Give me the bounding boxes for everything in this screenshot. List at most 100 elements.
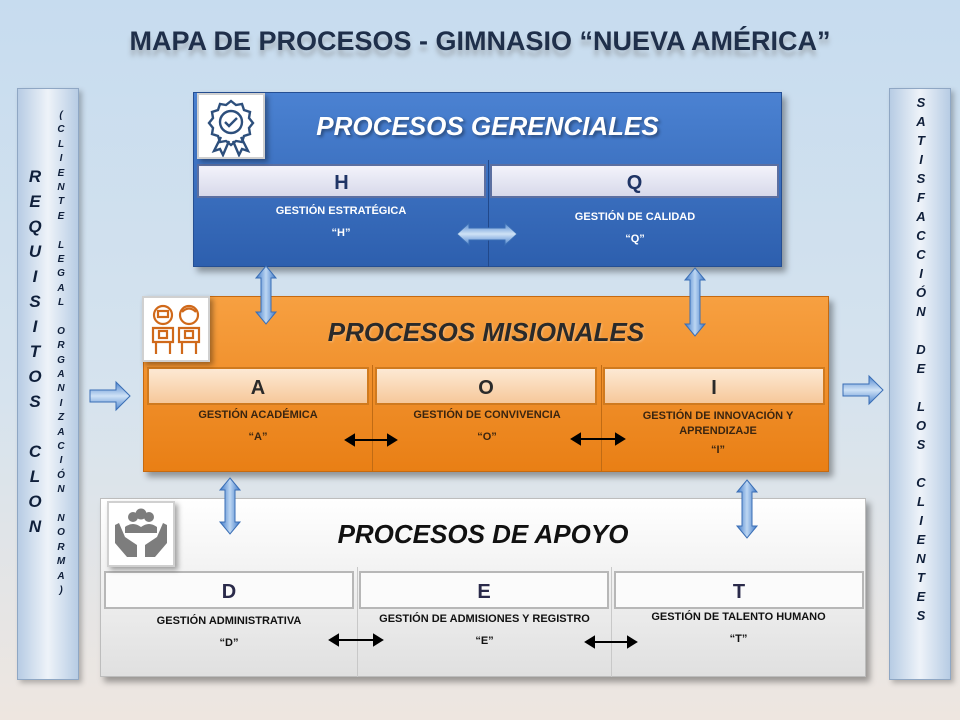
- double-arrow-icon: [254, 265, 278, 325]
- management-processes-block: PROCESOS GERENCIALES H Q GESTIÓN ESTRATÉ…: [193, 92, 782, 267]
- vertical-letter: O: [57, 325, 65, 337]
- vertical-letter: A: [57, 426, 65, 438]
- vertical-letter: N: [57, 181, 65, 193]
- vertical-letter: M: [56, 556, 66, 568]
- double-arrow-icon: [456, 221, 518, 247]
- students-icon: [142, 296, 210, 362]
- vertical-letter: T: [57, 196, 65, 208]
- process-code: “Q”: [625, 233, 645, 245]
- vertical-letter: I: [59, 153, 63, 165]
- vertical-letter: ): [59, 584, 63, 596]
- output-arrow-icon: [842, 374, 884, 406]
- process-innovation: GESTIÓN DE INNOVACIÓN Y APRENDIZAJE “I”: [624, 409, 812, 469]
- process-code: “D”: [219, 637, 239, 649]
- process-letter-t: T: [614, 571, 864, 609]
- process-code: “E”: [475, 635, 494, 647]
- vertical-letter: G: [57, 354, 65, 366]
- vertical-letter: I: [59, 455, 63, 467]
- vertical-letter: O: [28, 367, 42, 386]
- divider: [611, 567, 612, 677]
- vertical-letter: T: [917, 570, 925, 585]
- divider: [488, 160, 489, 267]
- vertical-letter: I: [919, 152, 923, 167]
- vertical-letter: S: [29, 392, 41, 411]
- diagram-title: MAPA DE PROCESOS - GIMNASIO “NUEVA AMÉRI…: [129, 26, 831, 56]
- vertical-letter: S: [916, 95, 926, 110]
- vertical-letter: R: [57, 340, 65, 352]
- process-name: GESTIÓN DE CALIDAD: [574, 211, 696, 223]
- divider: [372, 365, 373, 472]
- certificate-badge-icon: [197, 93, 265, 159]
- vertical-letter: (: [59, 110, 63, 121]
- helping-hands-icon: [107, 501, 175, 567]
- vertical-letter: L: [57, 239, 65, 251]
- process-letter-e: E: [359, 571, 609, 609]
- process-letter-o: O: [375, 367, 597, 405]
- mission-processes-title: PROCESOS MISIONALES: [327, 317, 645, 347]
- vertical-letter: A: [916, 114, 926, 129]
- vertical-letter: E: [916, 532, 926, 547]
- vertical-letter: Q: [28, 217, 42, 236]
- vertical-letter: L: [57, 297, 65, 309]
- vertical-letter: I: [919, 513, 923, 528]
- vertical-letter: N: [57, 512, 65, 524]
- vertical-letter: E: [916, 361, 926, 376]
- process-name: GESTIÓN DE INNOVACIÓN Y APRENDIZAJE: [642, 410, 794, 437]
- vertical-letter: I: [59, 397, 63, 409]
- process-letter-h: H: [197, 164, 486, 198]
- process-code: “I”: [710, 444, 726, 456]
- vertical-letter: N: [57, 383, 65, 395]
- vertical-letter: L: [917, 399, 925, 414]
- vertical-letter: E: [57, 253, 65, 265]
- double-arrow-icon: [218, 477, 242, 535]
- process-letter-q: Q: [490, 164, 779, 198]
- process-administrative: GESTIÓN ADMINISTRATIVA “D”: [101, 615, 357, 675]
- process-name: GESTIÓN DE TALENTO HUMANO: [651, 611, 826, 623]
- input-arrow-icon: [89, 380, 131, 412]
- vertical-letter: L: [917, 494, 925, 509]
- vertical-letter: E: [29, 192, 41, 211]
- vertical-letter: C: [57, 124, 65, 136]
- vertical-letter: I: [32, 267, 38, 286]
- double-arrow-icon: [683, 267, 707, 337]
- divider: [357, 567, 358, 677]
- vertical-letter: A: [57, 570, 65, 582]
- process-admissions: GESTIÓN DE ADMISIONES Y REGISTRO “E”: [358, 613, 611, 673]
- vertical-letter: A: [57, 369, 65, 381]
- vertical-letter: R: [57, 541, 65, 553]
- process-letter-i: I: [603, 367, 825, 405]
- vertical-letter: O: [915, 418, 927, 433]
- process-name: GESTIÓN ADMINISTRATIVA: [156, 615, 302, 627]
- vertical-letter: S: [916, 171, 926, 186]
- vertical-letter: N: [916, 304, 926, 319]
- vertical-letter: A: [57, 282, 65, 294]
- vertical-letter: I: [919, 266, 923, 281]
- vertical-letter: A: [916, 209, 926, 224]
- management-processes-title: PROCESOS GERENCIALES: [316, 111, 659, 141]
- vertical-letter: R: [28, 167, 42, 186]
- vertical-letter: Z: [57, 412, 65, 424]
- vertical-letter: Ó: [915, 285, 927, 300]
- process-human-talent: GESTIÓN DE TALENTO HUMANO “T”: [612, 611, 865, 671]
- vertical-letter: C: [916, 228, 926, 243]
- vertical-letter: S: [916, 437, 926, 452]
- vertical-letter: N: [916, 551, 926, 566]
- process-name: GESTIÓN ACADÉMICA: [198, 409, 318, 421]
- process-name: GESTIÓN DE CONVIVENCIA: [413, 409, 561, 421]
- vertical-letter: T: [917, 133, 925, 148]
- vertical-letter: F: [917, 190, 925, 205]
- vertical-letter: C: [57, 440, 65, 452]
- vertical-letter: O: [57, 527, 65, 539]
- vertical-letter: G: [57, 268, 65, 280]
- vertical-letter: C: [28, 442, 42, 461]
- process-code: “O”: [477, 431, 497, 443]
- vertical-letter: L: [29, 467, 41, 486]
- support-processes-title: PROCESOS DE APOYO: [337, 519, 629, 549]
- process-name: GESTIÓN DE ADMISIONES Y REGISTRO: [379, 613, 590, 625]
- double-arrow-icon: [735, 479, 759, 539]
- process-strategic: GESTIÓN ESTRATÉGICA “H”: [194, 205, 488, 265]
